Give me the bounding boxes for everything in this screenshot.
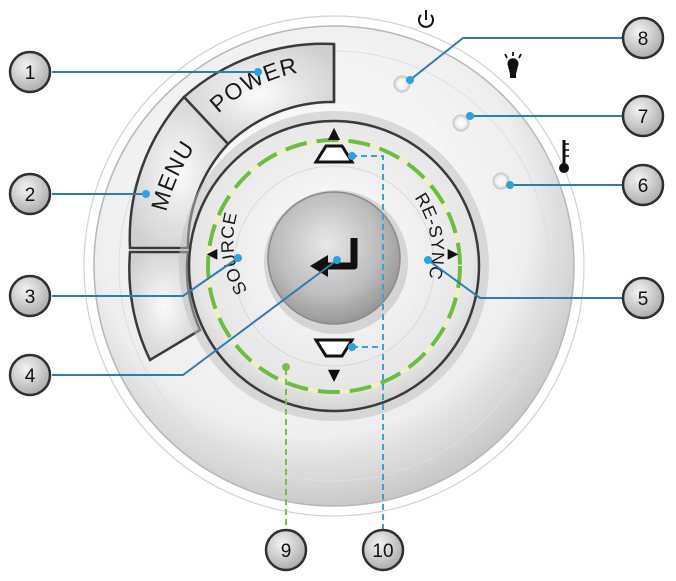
leader-5 [427,259,622,299]
callout-1: 1 [8,50,52,94]
leader-10 [352,155,384,530]
keystone-down-icon[interactable] [313,338,355,358]
leader-4 [52,259,338,376]
up-arrow-icon[interactable]: ▲ [328,123,341,142]
menu-power-segments [128,42,336,362]
svg-text:7: 7 [638,107,649,128]
leader-3 [52,257,239,297]
enter-icon [326,238,358,270]
callout-lines [52,37,622,376]
callout-4: 4 [8,353,52,397]
svg-text:2: 2 [25,185,36,206]
outer-rim-thin [83,15,585,517]
leader-8 [409,37,622,81]
svg-text:4: 4 [25,366,36,387]
keystone-up-icon[interactable] [313,144,355,164]
left-arrow-icon[interactable]: ◀ [207,246,218,262]
callout-8: 8 [621,16,665,60]
callout-3: 3 [8,274,52,318]
thermometer-icon [559,140,569,173]
lamp-bulb-icon [504,52,522,78]
temp-led [492,172,510,190]
callout-2: 2 [8,172,52,216]
callout-5: 5 [621,276,665,320]
svg-text:3: 3 [25,287,36,308]
right-arrow-icon[interactable]: ▶ [448,246,459,262]
enter-icon-arrowhead [310,255,328,277]
callout-9: 9 [264,528,308,572]
callout-dots [142,68,514,371]
green-dashed-ring [206,138,462,394]
svg-text:10: 10 [372,541,393,562]
svg-text:9: 9 [281,541,292,562]
down-arrow-icon[interactable]: ▼ [328,365,341,384]
svg-text:1: 1 [25,63,36,84]
svg-text:6: 6 [638,176,649,197]
inner-ring-inner-edge [233,165,435,367]
svg-text:5: 5 [638,289,649,310]
callout-dashed-lines [285,155,384,530]
svg-text:8: 8 [638,29,649,50]
callout-10: 10 [361,528,405,572]
callout-6: 6 [621,163,665,207]
callout-7: 7 [621,94,665,138]
power-symbol-icon [418,10,434,28]
lamp-led [452,114,470,132]
